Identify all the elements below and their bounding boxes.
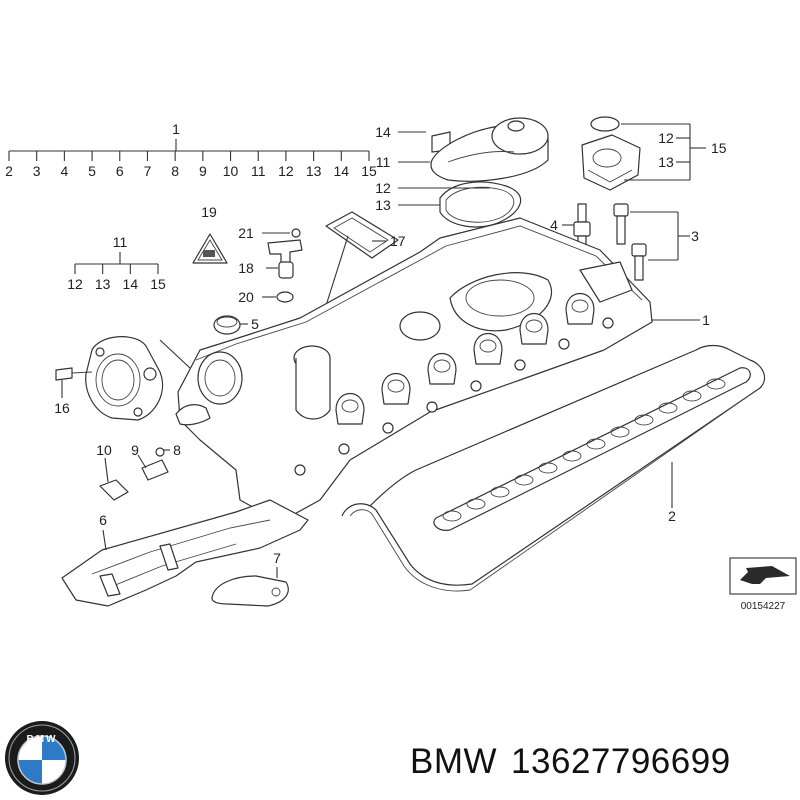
flange-bolt [426, 401, 438, 413]
gasket-lobe [706, 378, 726, 390]
kit-15-callout-13: 13 [658, 154, 674, 170]
svg-text:BMW: BMW [27, 734, 58, 745]
gasket-lobe [682, 390, 702, 402]
cover-callout-13: 13 [375, 197, 391, 213]
gasket-lobe [634, 414, 654, 426]
kit-1-bracket: 1 2 3 4 5 6 7 8 9 10 11 12 13 14 15 [5, 121, 377, 179]
gasket-lobe [442, 510, 462, 522]
kit-15-label: 15 [711, 140, 727, 156]
kit-15-callout-12: 12 [658, 130, 674, 146]
gasket-lobe [514, 474, 534, 486]
kit-1-item-15: 15 [361, 163, 377, 179]
kit-1-label: 1 [172, 121, 180, 137]
cover-boss [427, 353, 457, 385]
brand-name: BMW [410, 742, 498, 781]
clips-group: 10 9 8 [96, 442, 181, 501]
cover-boss [381, 373, 411, 405]
cover-boss-bore [571, 299, 589, 313]
breather-housing-group: 14 11 12 13 [375, 117, 549, 228]
cover-callout-11: 11 [376, 154, 391, 170]
warning-label-part: 19 [192, 204, 228, 264]
callout-10: 10 [96, 442, 112, 458]
callout-9: 9 [131, 442, 139, 458]
gasket-lobe [538, 462, 558, 474]
kit-11-item-14: 14 [123, 276, 139, 292]
intake-flange-part: 16 [54, 336, 191, 421]
gasket-lobe [658, 402, 678, 414]
reference-box: 00154227 [729, 557, 797, 612]
cover-boss-bore [525, 319, 543, 333]
damping-pad-part: 17 [311, 211, 406, 351]
cover-callout-14: 14 [375, 124, 391, 140]
cover-boss [335, 393, 365, 425]
valve-kit-group: 12 13 15 [581, 116, 727, 191]
kit-1-item-4: 4 [60, 163, 68, 179]
callout-8: 8 [173, 442, 181, 458]
kit-1-item-13: 13 [306, 163, 322, 179]
cover-boss-bore [479, 339, 497, 353]
cylinder-head-cover: 1 [175, 217, 710, 523]
plug-part: 5 [213, 315, 259, 335]
cover-boss [519, 313, 549, 345]
cover-boss [565, 293, 595, 325]
kit-11-item-15: 15 [150, 276, 166, 292]
flange-bolt [602, 317, 614, 329]
kit-1-item-6: 6 [116, 163, 124, 179]
cover-boss [473, 333, 503, 365]
flange-bolt [558, 338, 570, 350]
callout-6: 6 [99, 512, 107, 528]
reference-code: 00154227 [741, 601, 786, 612]
flange-bolt [382, 422, 394, 434]
callout-5: 5 [251, 316, 259, 332]
flange-bolt [338, 443, 350, 455]
footer-caption: BMW 13627796699 [410, 742, 731, 782]
kit-11-label: 11 [113, 234, 128, 250]
callout-3: 3 [691, 228, 699, 244]
kit-1-item-7: 7 [144, 163, 152, 179]
callout-16: 16 [54, 400, 70, 416]
kit-1-item-2: 2 [5, 163, 13, 179]
heat-shield-part: 6 [61, 499, 309, 607]
kit-11-bracket: 11 12 13 14 15 [67, 234, 166, 292]
part-number: 13627796699 [511, 742, 731, 781]
cover-boss-bore [433, 359, 451, 373]
gasket-lobe [490, 486, 510, 498]
kit-1-item-8: 8 [171, 163, 179, 179]
cover-callout-12: 12 [375, 180, 391, 196]
cover-boss-bore [387, 379, 405, 393]
kit-1-item-10: 10 [223, 163, 239, 179]
kit-1-item-11: 11 [251, 163, 266, 179]
callout-17: 17 [390, 233, 406, 249]
gasket-lobe [562, 450, 582, 462]
callout-21: 21 [238, 225, 254, 241]
kit-1-item-3: 3 [33, 163, 41, 179]
kit-1-item-5: 5 [88, 163, 96, 179]
sensor-part: 21 18 20 [238, 225, 303, 305]
cover-boss-bore [341, 399, 359, 413]
callout-7: 7 [273, 550, 281, 566]
callout-19: 19 [201, 204, 217, 220]
kit-11-item-13: 13 [95, 276, 111, 292]
kit-1-item-12: 12 [278, 163, 294, 179]
bmw-logo: BMW [5, 721, 79, 795]
callout-2: 2 [668, 508, 676, 524]
gasket-lobe [466, 498, 486, 510]
callout-4: 4 [550, 217, 558, 233]
flange-bolt [294, 464, 306, 476]
bracket-part: 7 [211, 550, 289, 607]
gasket-lobe [586, 438, 606, 450]
callout-1: 1 [702, 312, 710, 328]
cover-gasket-part: 2 [341, 344, 765, 592]
flange-bolt [470, 380, 482, 392]
callout-20: 20 [238, 289, 254, 305]
gasket-lobe [610, 426, 630, 438]
kit-1-item-14: 14 [334, 163, 350, 179]
kit-1-item-9: 9 [199, 163, 207, 179]
flange-bolt [514, 359, 526, 371]
kit-11-item-12: 12 [67, 276, 83, 292]
callout-18: 18 [238, 260, 254, 276]
